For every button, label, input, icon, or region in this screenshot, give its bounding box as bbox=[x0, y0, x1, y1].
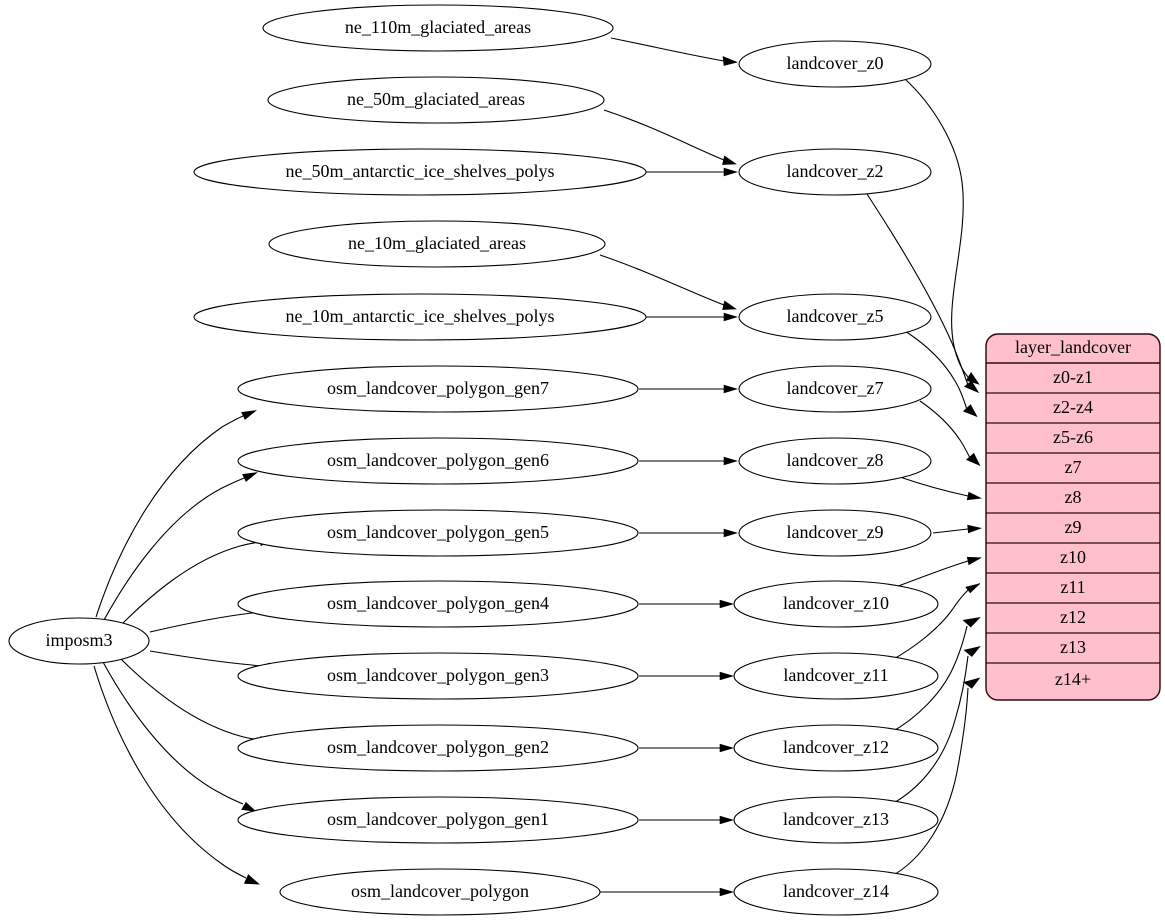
node-osm-landcover-polygon-gen5-label: osm_landcover_polygon_gen5 bbox=[327, 522, 549, 542]
node-imposm3[interactable]: imposm3 bbox=[8, 617, 150, 665]
node-ne-50m-glaciated-areas-label: ne_50m_glaciated_areas bbox=[347, 89, 525, 109]
node-osm-landcover-polygon-gen5[interactable]: osm_landcover_polygon_gen5 bbox=[237, 509, 639, 557]
table-row-z0-z1[interactable]: z0-z1 bbox=[1053, 367, 1093, 387]
node-landcover-z5-label: landcover_z5 bbox=[787, 306, 884, 326]
node-ne-50m-glaciated-areas[interactable]: ne_50m_glaciated_areas bbox=[267, 76, 605, 124]
edge-z8-to-row-z8 bbox=[899, 476, 983, 501]
node-ne-50m-antarctic-ice-shelves-polys[interactable]: ne_50m_antarctic_ice_shelves_polys bbox=[193, 148, 647, 196]
node-landcover-z5[interactable]: landcover_z5 bbox=[738, 293, 932, 341]
table-row-z12[interactable]: z12 bbox=[1060, 607, 1086, 627]
node-osm-landcover-polygon-gen4[interactable]: osm_landcover_polygon_gen4 bbox=[237, 580, 639, 628]
node-landcover-z9[interactable]: landcover_z9 bbox=[738, 509, 932, 557]
edge-z11-to-row-z11 bbox=[889, 583, 981, 662]
node-osm-landcover-polygon-gen7[interactable]: osm_landcover_polygon_gen7 bbox=[237, 365, 639, 413]
table-row-z13[interactable]: z13 bbox=[1060, 637, 1086, 657]
edge-gen7-to-z7 bbox=[639, 384, 739, 394]
edge-layer bbox=[93, 37, 983, 897]
table-row-z2-z4[interactable]: z2-z4 bbox=[1053, 397, 1093, 417]
edge-imposm3-to-gen6 bbox=[103, 472, 259, 621]
node-landcover-z8[interactable]: landcover_z8 bbox=[738, 437, 932, 485]
edge-ne50mant-to-z2 bbox=[646, 167, 739, 177]
edge-gen2-to-z12 bbox=[639, 743, 735, 753]
node-landcover-z9-label: landcover_z9 bbox=[787, 522, 884, 542]
node-landcover-z10-label: landcover_z10 bbox=[783, 593, 889, 613]
node-osm-landcover-polygon-gen6-label: osm_landcover_polygon_gen6 bbox=[327, 450, 549, 470]
node-osm-landcover-polygon-gen3-label: osm_landcover_polygon_gen3 bbox=[327, 665, 549, 685]
node-landcover-z0[interactable]: landcover_z0 bbox=[738, 40, 932, 88]
node-osm-landcover-polygon-label: osm_landcover_polygon bbox=[351, 881, 529, 901]
node-landcover-z7-label: landcover_z7 bbox=[787, 378, 884, 398]
node-osm-landcover-polygon-gen2-label: osm_landcover_polygon_gen2 bbox=[327, 737, 549, 757]
node-landcover-z2-label: landcover_z2 bbox=[787, 161, 884, 181]
node-ne-10m-glaciated-areas[interactable]: ne_10m_glaciated_areas bbox=[268, 220, 606, 268]
node-landcover-z14-label: landcover_z14 bbox=[783, 881, 889, 901]
edge-imposm3-to-polygon bbox=[93, 665, 260, 885]
node-ne-110m-glaciated-areas-label: ne_110m_glaciated_areas bbox=[345, 17, 531, 37]
table-row-z14-plus[interactable]: z14+ bbox=[1055, 669, 1091, 689]
node-landcover-z8-label: landcover_z8 bbox=[787, 450, 884, 470]
node-landcover-z11[interactable]: landcover_z11 bbox=[733, 652, 939, 700]
edge-imposm3-to-gen7 bbox=[95, 410, 258, 618]
node-imposm3-label: imposm3 bbox=[45, 630, 112, 650]
node-landcover-z13-label: landcover_z13 bbox=[783, 809, 889, 829]
node-osm-landcover-polygon-gen4-label: osm_landcover_polygon_gen4 bbox=[327, 593, 549, 613]
node-landcover-z10[interactable]: landcover_z10 bbox=[733, 580, 939, 628]
edge-gen3-to-z11 bbox=[639, 671, 735, 681]
node-osm-landcover-polygon-gen1[interactable]: osm_landcover_polygon_gen1 bbox=[237, 796, 639, 844]
layer-landcover-table[interactable]: layer_landcover z0-z1 z2-z4 z5-z6 z7 z8 … bbox=[985, 333, 1161, 701]
node-landcover-z13[interactable]: landcover_z13 bbox=[733, 796, 939, 844]
edge-ne110m-to-z0 bbox=[610, 37, 738, 66]
layer-landcover-table-header: layer_landcover bbox=[1015, 337, 1131, 357]
edge-z13-to-row-z13 bbox=[889, 646, 981, 806]
node-landcover-z2[interactable]: landcover_z2 bbox=[738, 148, 932, 196]
edge-z9-to-row-z9 bbox=[932, 524, 983, 534]
edge-ne10mant-to-z5 bbox=[646, 312, 739, 322]
node-landcover-z7[interactable]: landcover_z7 bbox=[738, 365, 932, 413]
node-landcover-z11-label: landcover_z11 bbox=[783, 665, 888, 685]
node-landcover-z0-label: landcover_z0 bbox=[787, 53, 884, 73]
node-landcover-z12-label: landcover_z12 bbox=[783, 737, 889, 757]
table-row-z9[interactable]: z9 bbox=[1065, 517, 1082, 537]
node-osm-landcover-polygon-gen7-label: osm_landcover_polygon_gen7 bbox=[327, 378, 549, 398]
edge-gen4-to-z10 bbox=[639, 599, 735, 609]
node-osm-landcover-polygon[interactable]: osm_landcover_polygon bbox=[279, 868, 601, 916]
edge-gen6-to-z8 bbox=[639, 456, 739, 466]
edge-z5-to-row-z5z6 bbox=[904, 330, 978, 418]
edge-z12-to-row-z12 bbox=[889, 617, 981, 734]
edge-ne10mglac-to-z5 bbox=[599, 254, 737, 310]
node-osm-landcover-polygon-gen2[interactable]: osm_landcover_polygon_gen2 bbox=[237, 724, 639, 772]
edge-z10-to-row-z10 bbox=[892, 556, 983, 589]
table-row-z5-z6[interactable]: z5-z6 bbox=[1053, 427, 1093, 447]
node-osm-landcover-polygon-gen6[interactable]: osm_landcover_polygon_gen6 bbox=[237, 437, 639, 485]
edge-z14-to-row-z14plus bbox=[889, 677, 981, 878]
edge-z2-to-row-z2z4 bbox=[862, 187, 980, 394]
table-row-dividers bbox=[986, 362, 1160, 664]
edge-polygon-to-z14 bbox=[600, 887, 735, 897]
edge-ne50mglac-to-z2 bbox=[603, 109, 737, 165]
node-landcover-z14[interactable]: landcover_z14 bbox=[733, 868, 939, 916]
edge-z7-to-row-z7 bbox=[919, 400, 981, 466]
node-landcover-z12[interactable]: landcover_z12 bbox=[733, 724, 939, 772]
node-osm-landcover-polygon-gen3[interactable]: osm_landcover_polygon_gen3 bbox=[237, 652, 639, 700]
node-osm-landcover-polygon-gen1-label: osm_landcover_polygon_gen1 bbox=[327, 809, 549, 829]
node-ne-50m-antarctic-ice-shelves-polys-label: ne_50m_antarctic_ice_shelves_polys bbox=[286, 161, 555, 181]
table-row-z8[interactable]: z8 bbox=[1065, 487, 1082, 507]
table-row-z11[interactable]: z11 bbox=[1060, 577, 1085, 597]
node-ne-10m-antarctic-ice-shelves-polys[interactable]: ne_10m_antarctic_ice_shelves_polys bbox=[193, 293, 647, 341]
node-ne-110m-glaciated-areas[interactable]: ne_110m_glaciated_areas bbox=[262, 4, 614, 52]
table-row-z10[interactable]: z10 bbox=[1060, 547, 1086, 567]
edge-imposm3-to-gen1 bbox=[102, 661, 257, 812]
node-ne-10m-glaciated-areas-label: ne_10m_glaciated_areas bbox=[348, 233, 526, 253]
edge-gen1-to-z13 bbox=[639, 815, 735, 825]
table-row-z7[interactable]: z7 bbox=[1065, 457, 1082, 477]
node-ne-10m-antarctic-ice-shelves-polys-label: ne_10m_antarctic_ice_shelves_polys bbox=[286, 306, 555, 326]
edge-gen5-to-z9 bbox=[639, 528, 739, 538]
